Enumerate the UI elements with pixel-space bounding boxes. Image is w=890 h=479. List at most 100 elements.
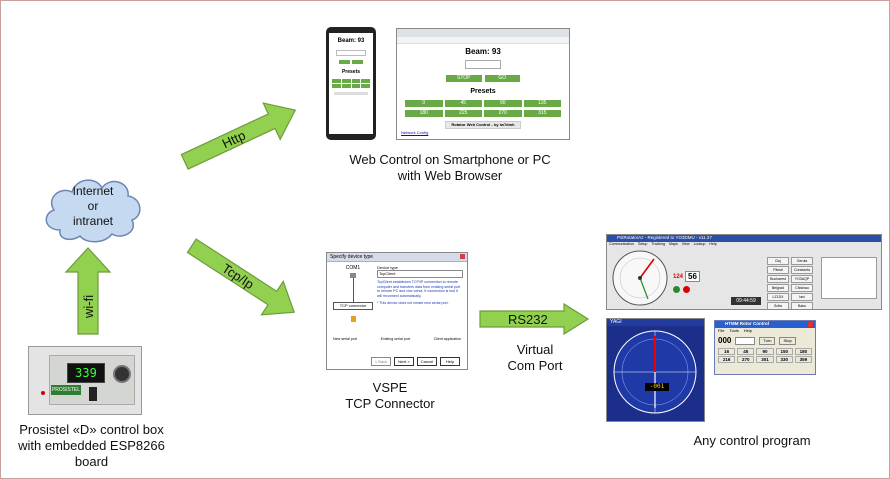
menu-item[interactable]: Maps [669,242,678,246]
preset-button[interactable]: YO3AQP [791,275,813,283]
option-new-port[interactable]: New serial port [333,337,357,341]
back-button[interactable]: < Back [371,357,391,366]
web-caption-line-1: Web Control on Smartphone or PC [349,152,551,167]
htmm-preset[interactable]: 90 [756,348,774,355]
menu-item[interactable]: Lookup [693,242,706,246]
next-button[interactable]: Next > [394,357,414,366]
stop-button[interactable]: Stop [779,336,796,345]
htmm-input[interactable] [735,336,756,345]
preset-button[interactable]: 315 [523,110,561,117]
vspe-dialog: Specify device type COM1 TCP connector D… [326,252,468,370]
htmm-preset[interactable]: 330 [775,356,793,363]
any-program-caption: Any control program [693,433,811,448]
turn-button[interactable]: Turn [759,336,776,345]
close-icon[interactable] [460,254,465,259]
phone-go-button[interactable] [352,60,363,64]
preset-button[interactable]: 0 [405,100,443,107]
htmm-preset[interactable]: 180 [794,348,812,355]
network-config-link[interactable]: Network Config [401,130,429,135]
vspe-title: Specify device type [330,254,374,260]
phone-preset-button[interactable] [351,79,361,83]
browser-window: Beam: 93 STOP GO Presets 0 45 90 135 180… [396,28,570,140]
controlbox-display: 339 [67,363,105,383]
preset-button[interactable]: Bucharest [767,275,789,283]
htmm-preset[interactable]: 359 [794,356,812,363]
phone-preset-button[interactable] [341,84,351,88]
preset-button[interactable]: Iasi [791,293,813,301]
rs232-label: RS232 [508,312,548,327]
device-note: * This device does not create new serial… [377,301,449,306]
yagi-title: YAGI [607,319,704,326]
controlbox-photo: 339 PROSISTEL [28,346,142,415]
preset-button[interactable]: LZ1DX [767,293,789,301]
knob-icon [113,365,131,383]
option-client-app[interactable]: Client application [433,337,461,341]
preset-button[interactable]: 180 [405,110,443,117]
preset-button[interactable]: Cluj [767,257,789,265]
menu-item[interactable]: Tools [729,328,739,333]
box-caption-line-1: Prosistel «D» control box [19,422,164,437]
close-icon[interactable] [808,322,813,327]
preset-button[interactable]: 225 [444,110,482,117]
preset-button[interactable]: Baku [791,302,813,309]
htmm-preset[interactable]: 301 [756,356,774,363]
preset-button[interactable]: Sofia [767,302,789,309]
preset-button[interactable]: 270 [484,110,522,117]
device-type-select[interactable]: TcpClient [377,270,463,278]
vspe-com-label: COM1 [345,265,361,271]
phone-beam-title: Beam: 93 [337,38,365,44]
go-button[interactable]: GO [484,75,520,82]
option-existing-port[interactable]: Existing serial port [380,337,410,341]
menu-item[interactable]: Setup [637,242,648,246]
stop-button[interactable]: STOP [446,75,482,82]
yagi-dial [613,330,697,414]
preset-button[interactable]: 135 [523,100,561,107]
box-caption-line-3: board [74,454,109,469]
phone-preset-button[interactable] [332,84,341,88]
htmm-preset[interactable]: 16 [718,348,736,355]
phone-presets-title: Presets [341,69,361,75]
phone-preset-button[interactable] [332,79,341,83]
web-caption-line-2: with Web Browser [397,168,503,183]
go-icon[interactable] [673,286,680,293]
phone-stop-button[interactable] [339,60,350,64]
vspe-connector-label: TCP connector [333,302,373,310]
http-arrow: Http [180,102,297,170]
browser-footer: Rotator Web Control - by iw7dmh [445,121,521,129]
menu-item[interactable]: Help [743,328,753,333]
phone-preset-button[interactable] [351,84,361,88]
htmm-preset[interactable]: 216 [718,356,736,363]
menu-item[interactable]: Communication [609,242,634,246]
device-type-label: Device type [377,265,398,270]
phone-preset-button[interactable] [361,79,370,83]
preset-button[interactable]: Gerula [791,257,813,265]
cancel-button[interactable]: Cancel [417,357,437,366]
htmm-window: HTMM Rotor Control File Tools Help 000 T… [714,320,816,375]
vspe-caption-line-2: TCP Connector [345,396,435,411]
menu-item[interactable]: Tracking [651,242,666,246]
htmm-preset[interactable]: 150 [775,348,793,355]
preset-button[interactable]: Pitesti [767,266,789,274]
help-button[interactable]: Help [440,357,460,366]
htmm-preset[interactable]: 270 [737,356,755,363]
preset-button[interactable]: 90 [484,100,522,107]
preset-button[interactable]: Belgrad [767,284,789,292]
phone-preset-button[interactable] [341,79,351,83]
browser-presets-title: Presets [470,88,496,95]
controlbox-brand: PROSISTEL [51,385,81,395]
preset-button[interactable]: 45 [444,100,482,107]
yagi-readout: -001 [645,383,669,391]
beam-input[interactable] [465,60,501,69]
stop-icon[interactable] [683,286,690,293]
rs232-arrow: RS232 [479,302,590,336]
htmm-preset[interactable]: 45 [737,348,755,355]
menu-item[interactable]: View [681,242,690,246]
preset-button[interactable]: Chisinau [791,284,813,292]
menu-item[interactable]: Help [709,242,717,246]
menu-item[interactable]: File [718,328,725,333]
phone-preset-button[interactable] [361,84,370,88]
tcpip-arrow: Tcp/Ip [186,238,295,316]
preset-button[interactable]: Constanta [791,266,813,274]
controlbox-caption: Prosistel «D» control box with embedded … [4,422,179,470]
yagi-window: YAGI -001 [606,318,705,422]
